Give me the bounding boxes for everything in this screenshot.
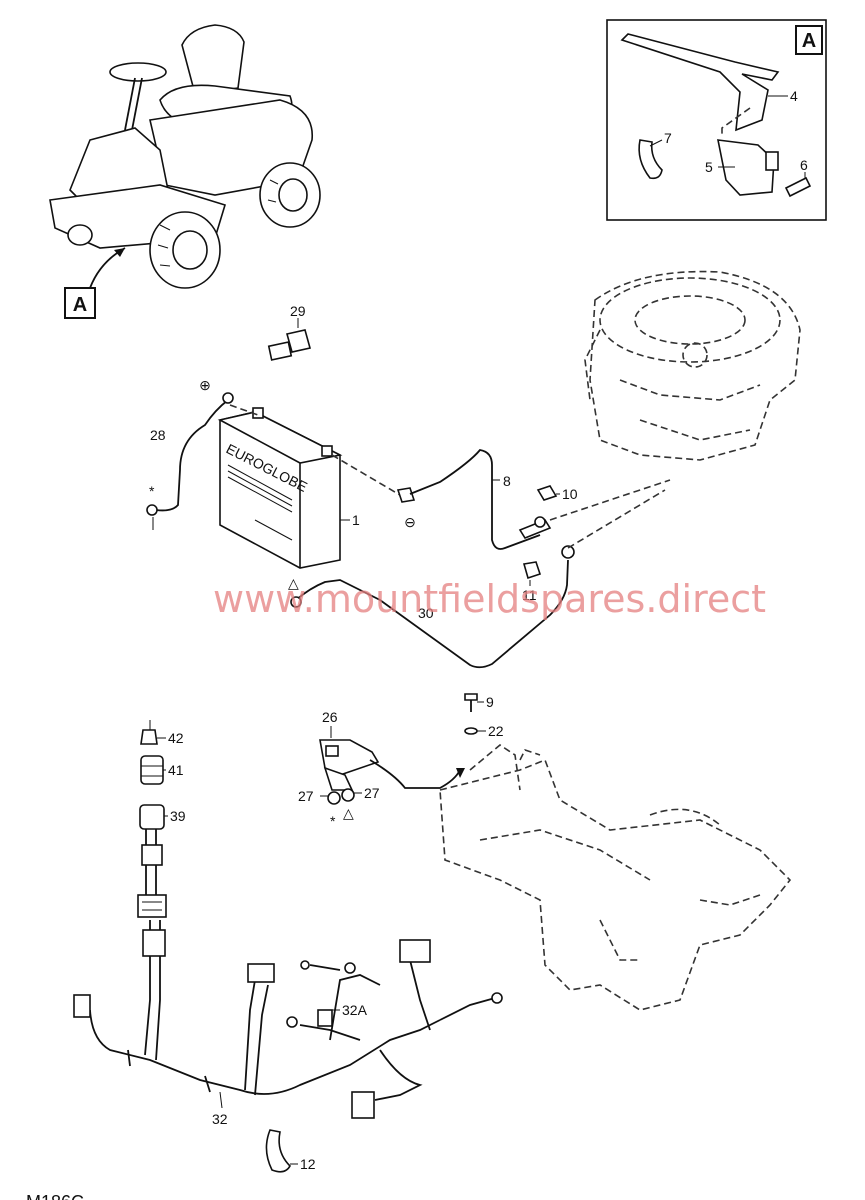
chassis-ghost-outline [439, 744, 792, 1011]
ride-on-mower-illustration [49, 24, 321, 289]
symbol-star-27: * [330, 813, 336, 829]
battery: EUROGLOBE [217, 407, 343, 569]
part-12-cable-tie [265, 1129, 291, 1173]
callout-box-a [64, 287, 96, 319]
symbol-negative: ⊖ [404, 514, 416, 530]
label-part-10: 10 [562, 486, 578, 502]
label-part-39: 39 [170, 808, 186, 824]
inset-letter: A [802, 30, 816, 52]
part-22-washer [464, 727, 478, 735]
cable-30 [295, 559, 569, 669]
part-10-bolt [536, 485, 558, 501]
part-9-screw [464, 693, 478, 712]
cable-28-positive [155, 399, 229, 512]
label-part-4: 4 [790, 88, 798, 104]
label-part-41: 41 [168, 762, 184, 778]
label-part-7: 7 [664, 130, 672, 146]
label-part-12: 12 [300, 1156, 316, 1172]
engine-ghost-outline [584, 270, 801, 461]
symbol-triangle-30: △ [288, 575, 299, 591]
figure-code: M186C [26, 1192, 84, 1200]
part-26-switch-bracket [319, 739, 380, 791]
callout-letter: A [73, 294, 87, 316]
label-part-26: 26 [322, 709, 338, 725]
label-part-9: 9 [486, 694, 494, 710]
part-32-main-harness [73, 920, 503, 1119]
symbol-positive: ⊕ [199, 377, 211, 393]
label-part-29: 29 [290, 303, 306, 319]
part-39-ignition-harness [137, 804, 167, 918]
label-part-22: 22 [488, 723, 504, 739]
label-part-6: 6 [800, 157, 808, 173]
label-part-11: 11 [522, 587, 537, 603]
label-part-32a: 32A [342, 1002, 368, 1018]
label-part-5: 5 [705, 159, 713, 175]
inset-letter-box [795, 25, 823, 55]
label-part-32: 32 [212, 1111, 228, 1127]
label-part-1: 1 [352, 512, 360, 528]
label-part-27-left: 27 [298, 788, 314, 804]
part-41-ignition-switch [140, 755, 164, 785]
symbol-triangle-27: △ [343, 805, 354, 821]
cable-8-negative [409, 449, 541, 550]
label-part-8: 8 [503, 473, 511, 489]
label-part-30: 30 [418, 605, 434, 621]
watermark-text: www.mountfieldspares.direct [213, 577, 766, 621]
part-42-nut [140, 729, 158, 745]
label-part-28: 28 [150, 427, 166, 443]
seat-switch-bracket [620, 33, 812, 198]
part-29-connector [267, 329, 311, 361]
part-11-nut [522, 561, 542, 580]
label-part-27-right: 27 [364, 785, 380, 801]
label-part-42: 42 [168, 730, 184, 746]
symbol-star-28: * [149, 483, 155, 499]
part-27-nuts [327, 788, 355, 805]
